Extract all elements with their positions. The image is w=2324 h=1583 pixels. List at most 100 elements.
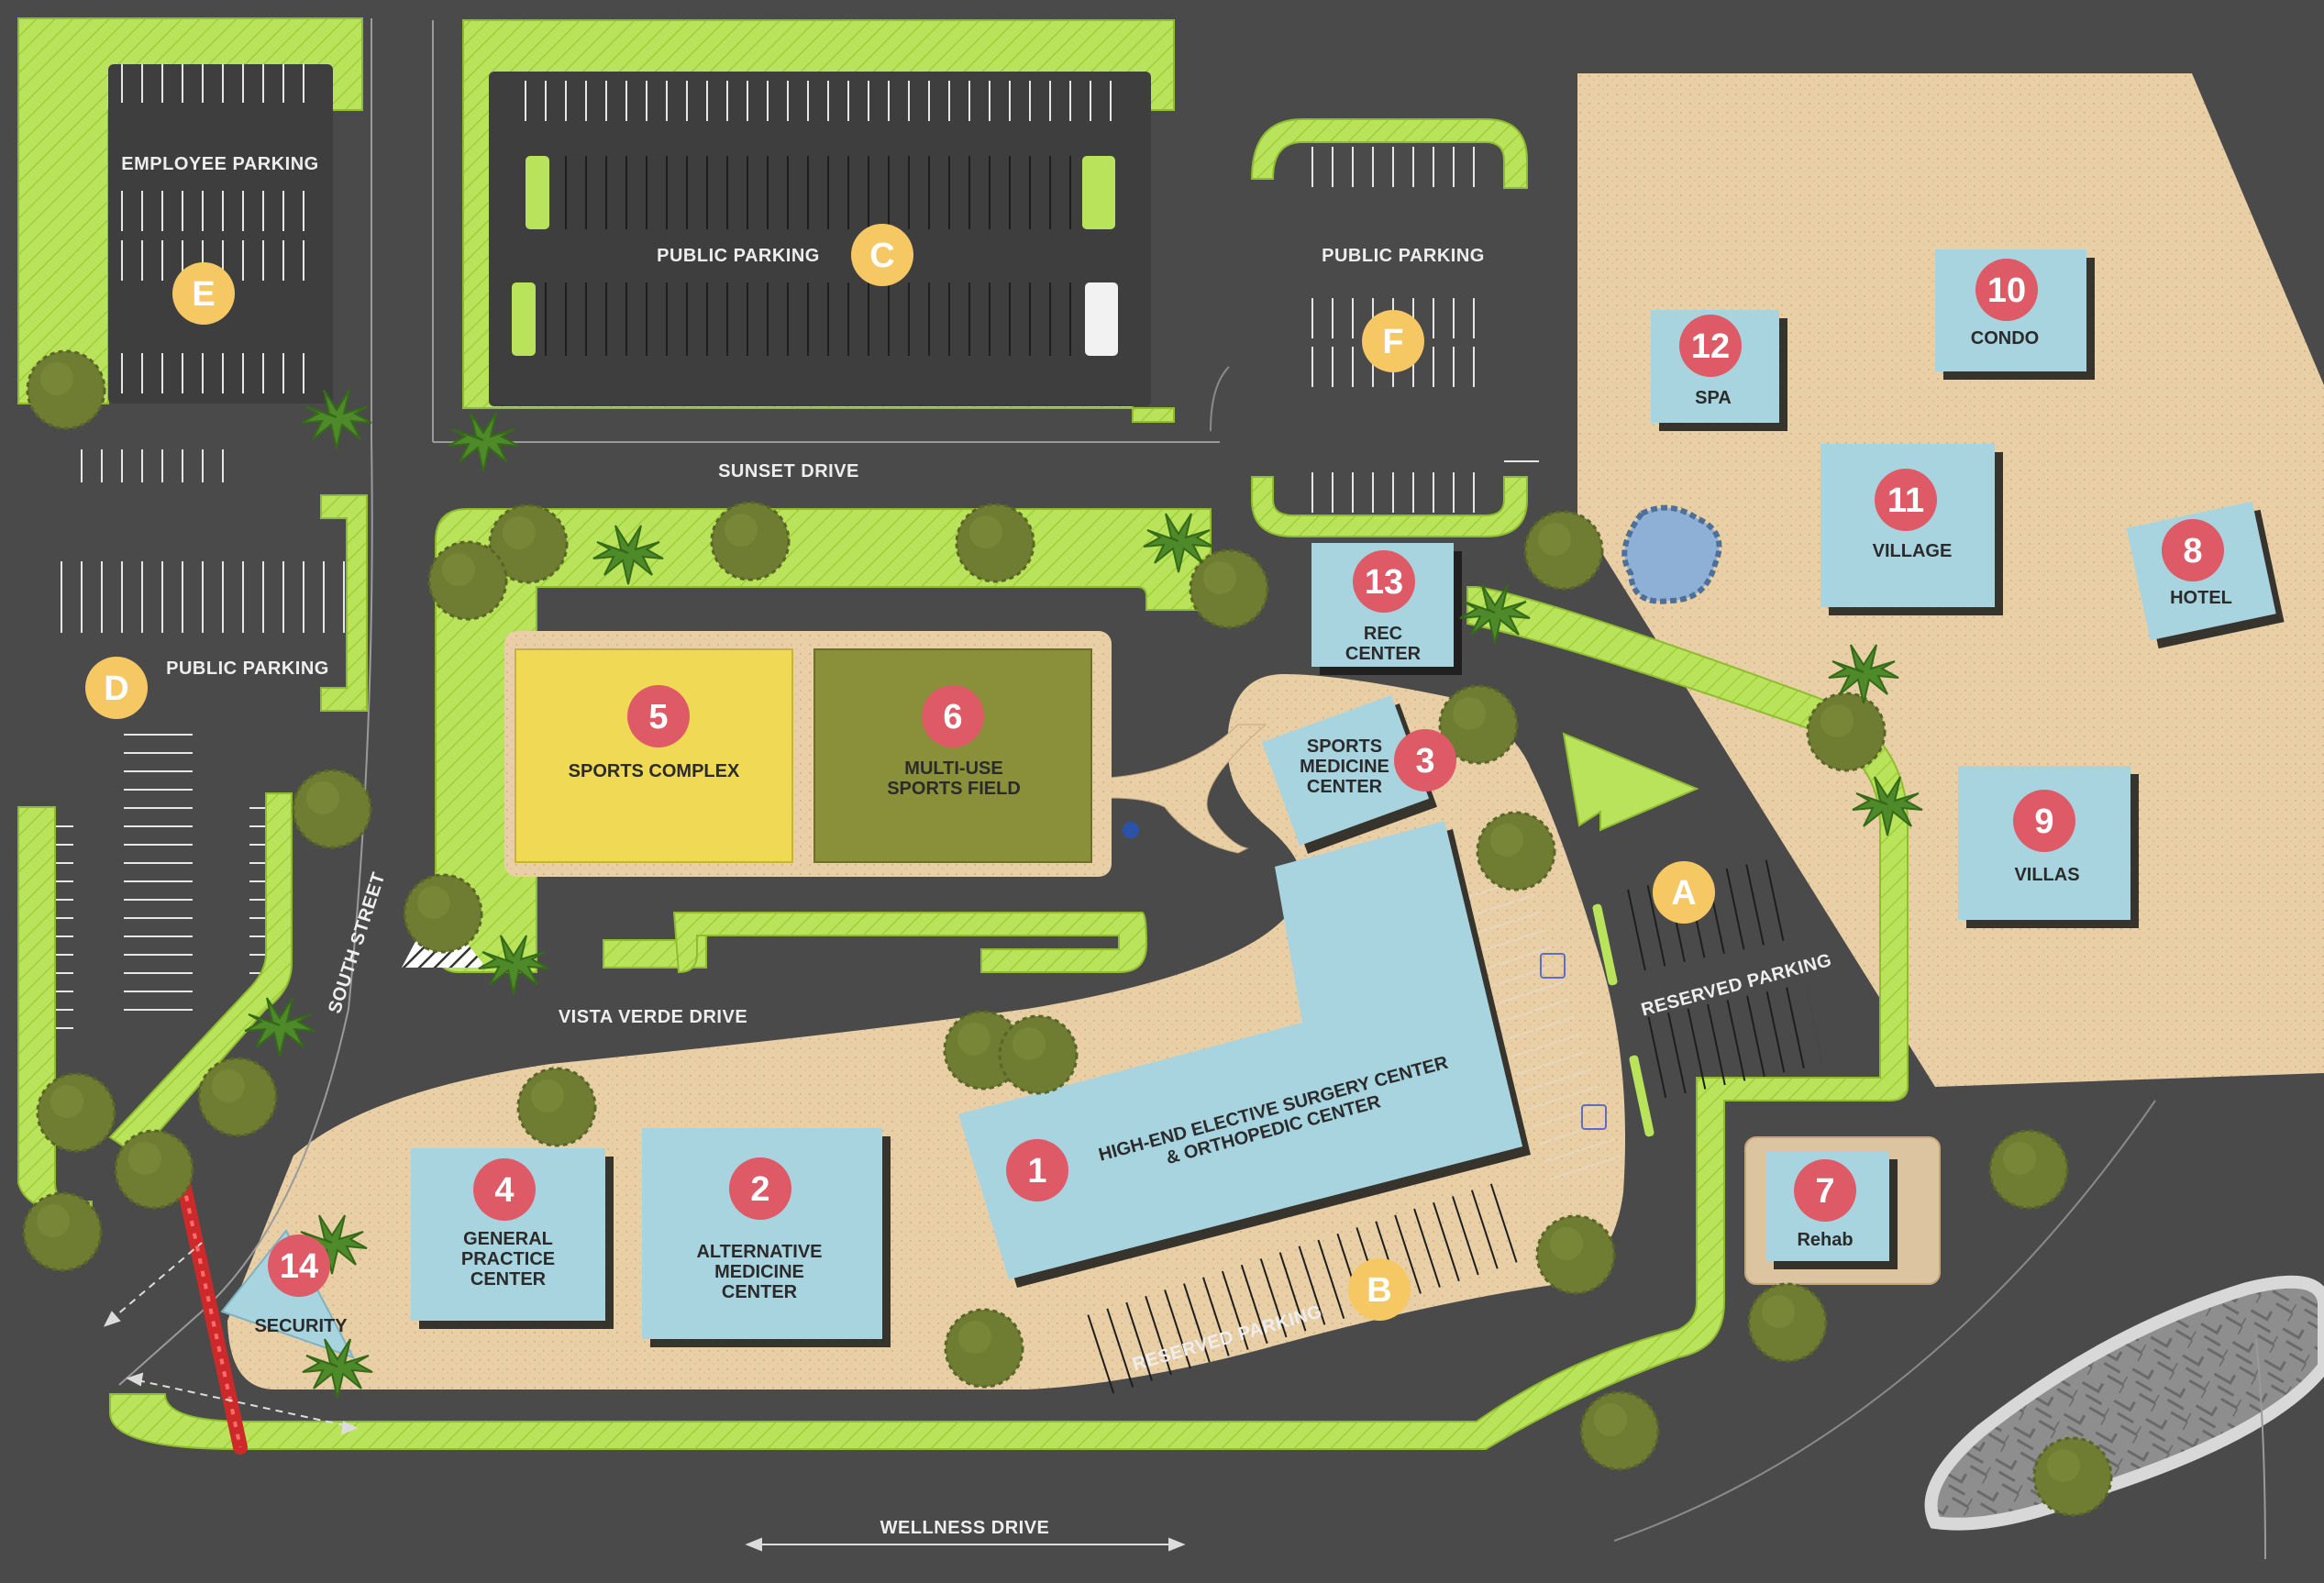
building-surgery-center[interactable] bbox=[958, 821, 1522, 1279]
marker-12[interactable]: 12 bbox=[1679, 315, 1742, 377]
tree-icon bbox=[22, 1191, 103, 1272]
numbered-markers: 1 2 3 4 5 6 7 8 9 10 11 12 13 14 bbox=[268, 259, 2224, 1297]
multi-use-label-2: SPORTS FIELD bbox=[887, 779, 1021, 799]
marker-f[interactable]: F bbox=[1362, 310, 1424, 372]
marker-a[interactable]: A bbox=[1653, 861, 1715, 924]
lettered-markers: A B C D E F bbox=[85, 224, 1715, 1321]
marker-13[interactable]: 13 bbox=[1353, 550, 1415, 613]
employee-parking-label: EMPLOYEE PARKING bbox=[121, 154, 318, 174]
svg-text:7: 7 bbox=[1815, 1172, 1834, 1211]
marker-d[interactable]: D bbox=[85, 657, 148, 719]
employee-parking-lot: EMPLOYEE PARKING bbox=[17, 17, 363, 404]
marker-8[interactable]: 8 bbox=[2162, 519, 2224, 581]
village-label: VILLAGE bbox=[1873, 541, 1953, 561]
general-practice-label-3: CENTER bbox=[470, 1269, 547, 1290]
tree-icon bbox=[955, 503, 1035, 583]
walkway bbox=[1109, 724, 1267, 854]
rec-center-label-2: CENTER bbox=[1345, 644, 1422, 664]
tree-icon bbox=[1747, 1282, 1828, 1363]
marker-11[interactable]: 11 bbox=[1875, 469, 1937, 531]
sports-medicine-label-1: SPORTS bbox=[1307, 736, 1382, 757]
road-sunset-drive: SUNSET DRIVE bbox=[718, 461, 859, 482]
svg-text:2: 2 bbox=[750, 1170, 769, 1209]
direction-arrow-icon bbox=[104, 1242, 1186, 1552]
building-multi-use-field[interactable]: MULTI-USE SPORTS FIELD bbox=[813, 648, 1092, 863]
rec-center-label-1: REC bbox=[1364, 624, 1402, 644]
marker-b[interactable]: B bbox=[1348, 1258, 1411, 1321]
marker-e[interactable]: E bbox=[172, 262, 235, 325]
handicap-icon bbox=[1540, 953, 1566, 979]
sports-medicine-label-2: MEDICINE bbox=[1300, 757, 1389, 777]
svg-text:10: 10 bbox=[1987, 271, 2026, 310]
tree-icon bbox=[1806, 692, 1887, 772]
security-label: SECURITY bbox=[254, 1316, 348, 1336]
tree-icon bbox=[2032, 1436, 2113, 1517]
svg-text:9: 9 bbox=[2034, 803, 2053, 841]
road-vista-verde-drive: VISTA VERDE DRIVE bbox=[559, 1007, 747, 1027]
tree-icon bbox=[710, 501, 791, 581]
svg-text:B: B bbox=[1367, 1271, 1391, 1310]
sports-complex-label: SPORTS COMPLEX bbox=[569, 761, 740, 781]
marker-7[interactable]: 7 bbox=[1794, 1159, 1856, 1222]
svg-text:E: E bbox=[192, 275, 215, 314]
svg-text:4: 4 bbox=[494, 1171, 514, 1210]
marker-9[interactable]: 9 bbox=[2013, 790, 2075, 852]
alternative-medicine-label-2: MEDICINE bbox=[714, 1262, 804, 1282]
svg-text:A: A bbox=[1671, 874, 1696, 913]
road-wellness-drive: WELLNESS DRIVE bbox=[880, 1518, 1050, 1538]
sports-medicine-label-3: CENTER bbox=[1307, 777, 1383, 797]
public-parking-f-label: PUBLIC PARKING bbox=[1322, 246, 1485, 266]
tree-icon bbox=[516, 1067, 597, 1147]
handicap-icon bbox=[1123, 822, 1139, 838]
svg-text:13: 13 bbox=[1365, 563, 1403, 602]
grass-islands-vista-verde bbox=[672, 912, 1148, 974]
general-practice-label-1: GENERAL bbox=[463, 1229, 553, 1249]
tree-icon bbox=[1579, 1390, 1660, 1471]
building-sports-complex[interactable]: SPORTS COMPLEX bbox=[515, 648, 793, 863]
marker-1[interactable]: 1 bbox=[1006, 1139, 1068, 1201]
tree-icon bbox=[1988, 1129, 2069, 1210]
public-parking-c-label: PUBLIC PARKING bbox=[657, 246, 820, 266]
svg-text:3: 3 bbox=[1415, 742, 1434, 780]
building-sports-medicine[interactable] bbox=[1262, 694, 1429, 847]
spa-label: SPA bbox=[1695, 388, 1732, 408]
svg-text:F: F bbox=[1382, 323, 1403, 361]
rehab-label: Rehab bbox=[1797, 1230, 1853, 1250]
marker-2[interactable]: 2 bbox=[729, 1157, 791, 1220]
marker-5[interactable]: 5 bbox=[627, 685, 690, 747]
multi-use-label-1: MULTI-USE bbox=[904, 758, 1002, 779]
svg-text:5: 5 bbox=[648, 698, 668, 736]
svg-text:C: C bbox=[869, 237, 894, 275]
svg-text:1: 1 bbox=[1027, 1152, 1046, 1190]
tree-icon bbox=[1523, 510, 1604, 591]
alternative-medicine-label-3: CENTER bbox=[722, 1282, 798, 1302]
tree-icon bbox=[403, 873, 483, 954]
marker-6[interactable]: 6 bbox=[922, 685, 984, 747]
tree-icon bbox=[36, 1072, 116, 1153]
tree-icon bbox=[427, 540, 508, 621]
marker-c[interactable]: C bbox=[851, 224, 913, 286]
marker-14[interactable]: 14 bbox=[268, 1234, 330, 1297]
tree-icon bbox=[197, 1057, 278, 1137]
svg-text:D: D bbox=[104, 670, 128, 708]
gate-icon bbox=[176, 1176, 248, 1455]
svg-text:6: 6 bbox=[943, 698, 962, 736]
public-parking-c-lot: PUBLIC PARKING bbox=[462, 19, 1175, 423]
tree-icon bbox=[944, 1308, 1024, 1389]
tree-icon bbox=[114, 1129, 194, 1210]
tree-icon bbox=[1476, 811, 1556, 891]
tree-icon bbox=[1535, 1214, 1616, 1295]
marker-3[interactable]: 3 bbox=[1394, 729, 1456, 792]
public-parking-d-label: PUBLIC PARKING bbox=[166, 659, 329, 679]
svg-text:14: 14 bbox=[280, 1247, 318, 1286]
marker-10[interactable]: 10 bbox=[1975, 259, 2038, 321]
condo-label: CONDO bbox=[1971, 328, 2039, 349]
svg-text:8: 8 bbox=[2183, 532, 2202, 570]
general-practice-label-2: PRACTICE bbox=[461, 1249, 555, 1269]
handicap-icon bbox=[1581, 1104, 1607, 1130]
marker-4[interactable]: 4 bbox=[473, 1158, 536, 1221]
alternative-medicine-label-1: ALTERNATIVE bbox=[696, 1242, 822, 1262]
svg-text:12: 12 bbox=[1691, 327, 1730, 366]
tree-icon bbox=[26, 349, 106, 430]
